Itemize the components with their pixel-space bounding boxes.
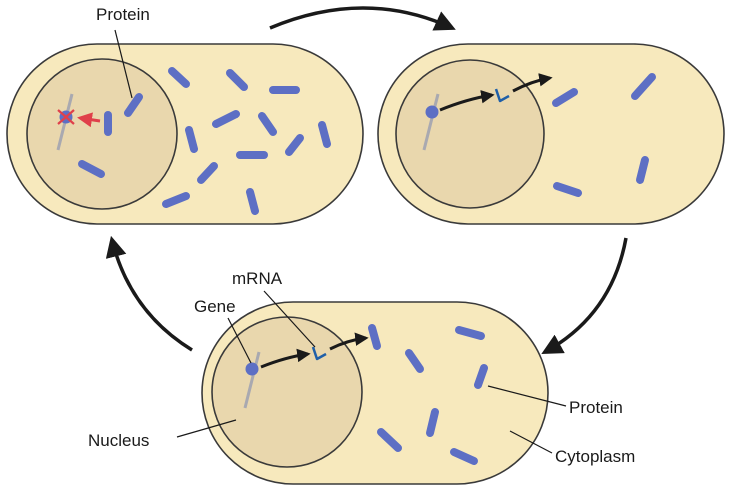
nucleus-shape <box>395 59 545 209</box>
protein-molecule <box>426 408 439 437</box>
protein-molecule <box>405 349 424 373</box>
mrna-icon <box>494 88 510 103</box>
gene-dot <box>425 105 439 119</box>
protein-molecule <box>246 188 259 215</box>
protein-molecule <box>78 160 105 178</box>
protein-label-top: Protein <box>96 5 150 24</box>
protein-molecule <box>185 126 198 153</box>
gene-line <box>422 93 440 151</box>
gene-label: Gene <box>194 297 236 316</box>
translation-arrow <box>329 332 369 351</box>
repressor-arrow <box>77 112 101 128</box>
mrna-icon <box>311 346 327 361</box>
nucleus-label: Nucleus <box>88 431 149 450</box>
protein-leader-line <box>114 29 133 99</box>
protein-molecule <box>450 448 478 465</box>
transcription-arrow <box>439 90 495 112</box>
protein-molecule <box>162 192 190 208</box>
protein-molecule <box>285 134 304 156</box>
cell-bottom <box>176 290 567 485</box>
gene-dot <box>245 362 259 376</box>
gene-leader-line <box>227 317 252 364</box>
protein-molecule <box>168 67 190 88</box>
cycle-arrow-right <box>541 237 628 355</box>
cycle-arrow-top <box>269 6 456 31</box>
cell-top-right <box>377 43 725 225</box>
protein-molecule <box>474 364 488 389</box>
protein-molecule <box>318 121 331 148</box>
mrna-label: mRNA <box>232 269 283 288</box>
protein-molecules <box>552 73 656 197</box>
nucleus-shape <box>26 58 178 210</box>
protein-molecule <box>258 112 277 136</box>
protein-molecule <box>212 110 240 128</box>
repressor-icon <box>57 109 75 125</box>
protein-molecules <box>78 67 331 215</box>
nucleus-shape <box>211 316 363 468</box>
protein-molecule <box>368 324 381 350</box>
cytoplasm-label: Cytoplasm <box>555 447 635 466</box>
protein-leader-line <box>487 385 567 407</box>
translation-arrow <box>512 73 553 93</box>
protein-molecule <box>552 88 578 107</box>
protein-molecule <box>553 182 582 197</box>
protein-molecule <box>377 428 402 452</box>
protein-label-right: Protein <box>569 398 623 417</box>
cycle-arrow-left <box>105 235 193 352</box>
protein-molecule <box>226 69 248 91</box>
protein-molecules <box>368 324 488 465</box>
mrna-leader-line <box>263 290 316 348</box>
protein-molecule <box>124 93 143 117</box>
protein-molecule <box>455 326 485 340</box>
cytoplasm-leader-line <box>509 430 553 454</box>
protein-molecule <box>197 162 218 184</box>
gene-line <box>243 351 261 409</box>
nucleus-leader-line <box>176 419 237 438</box>
protein-molecule <box>631 73 656 100</box>
protein-molecule <box>636 156 649 184</box>
cell-top-left <box>6 29 364 225</box>
transcription-arrow <box>260 348 311 369</box>
